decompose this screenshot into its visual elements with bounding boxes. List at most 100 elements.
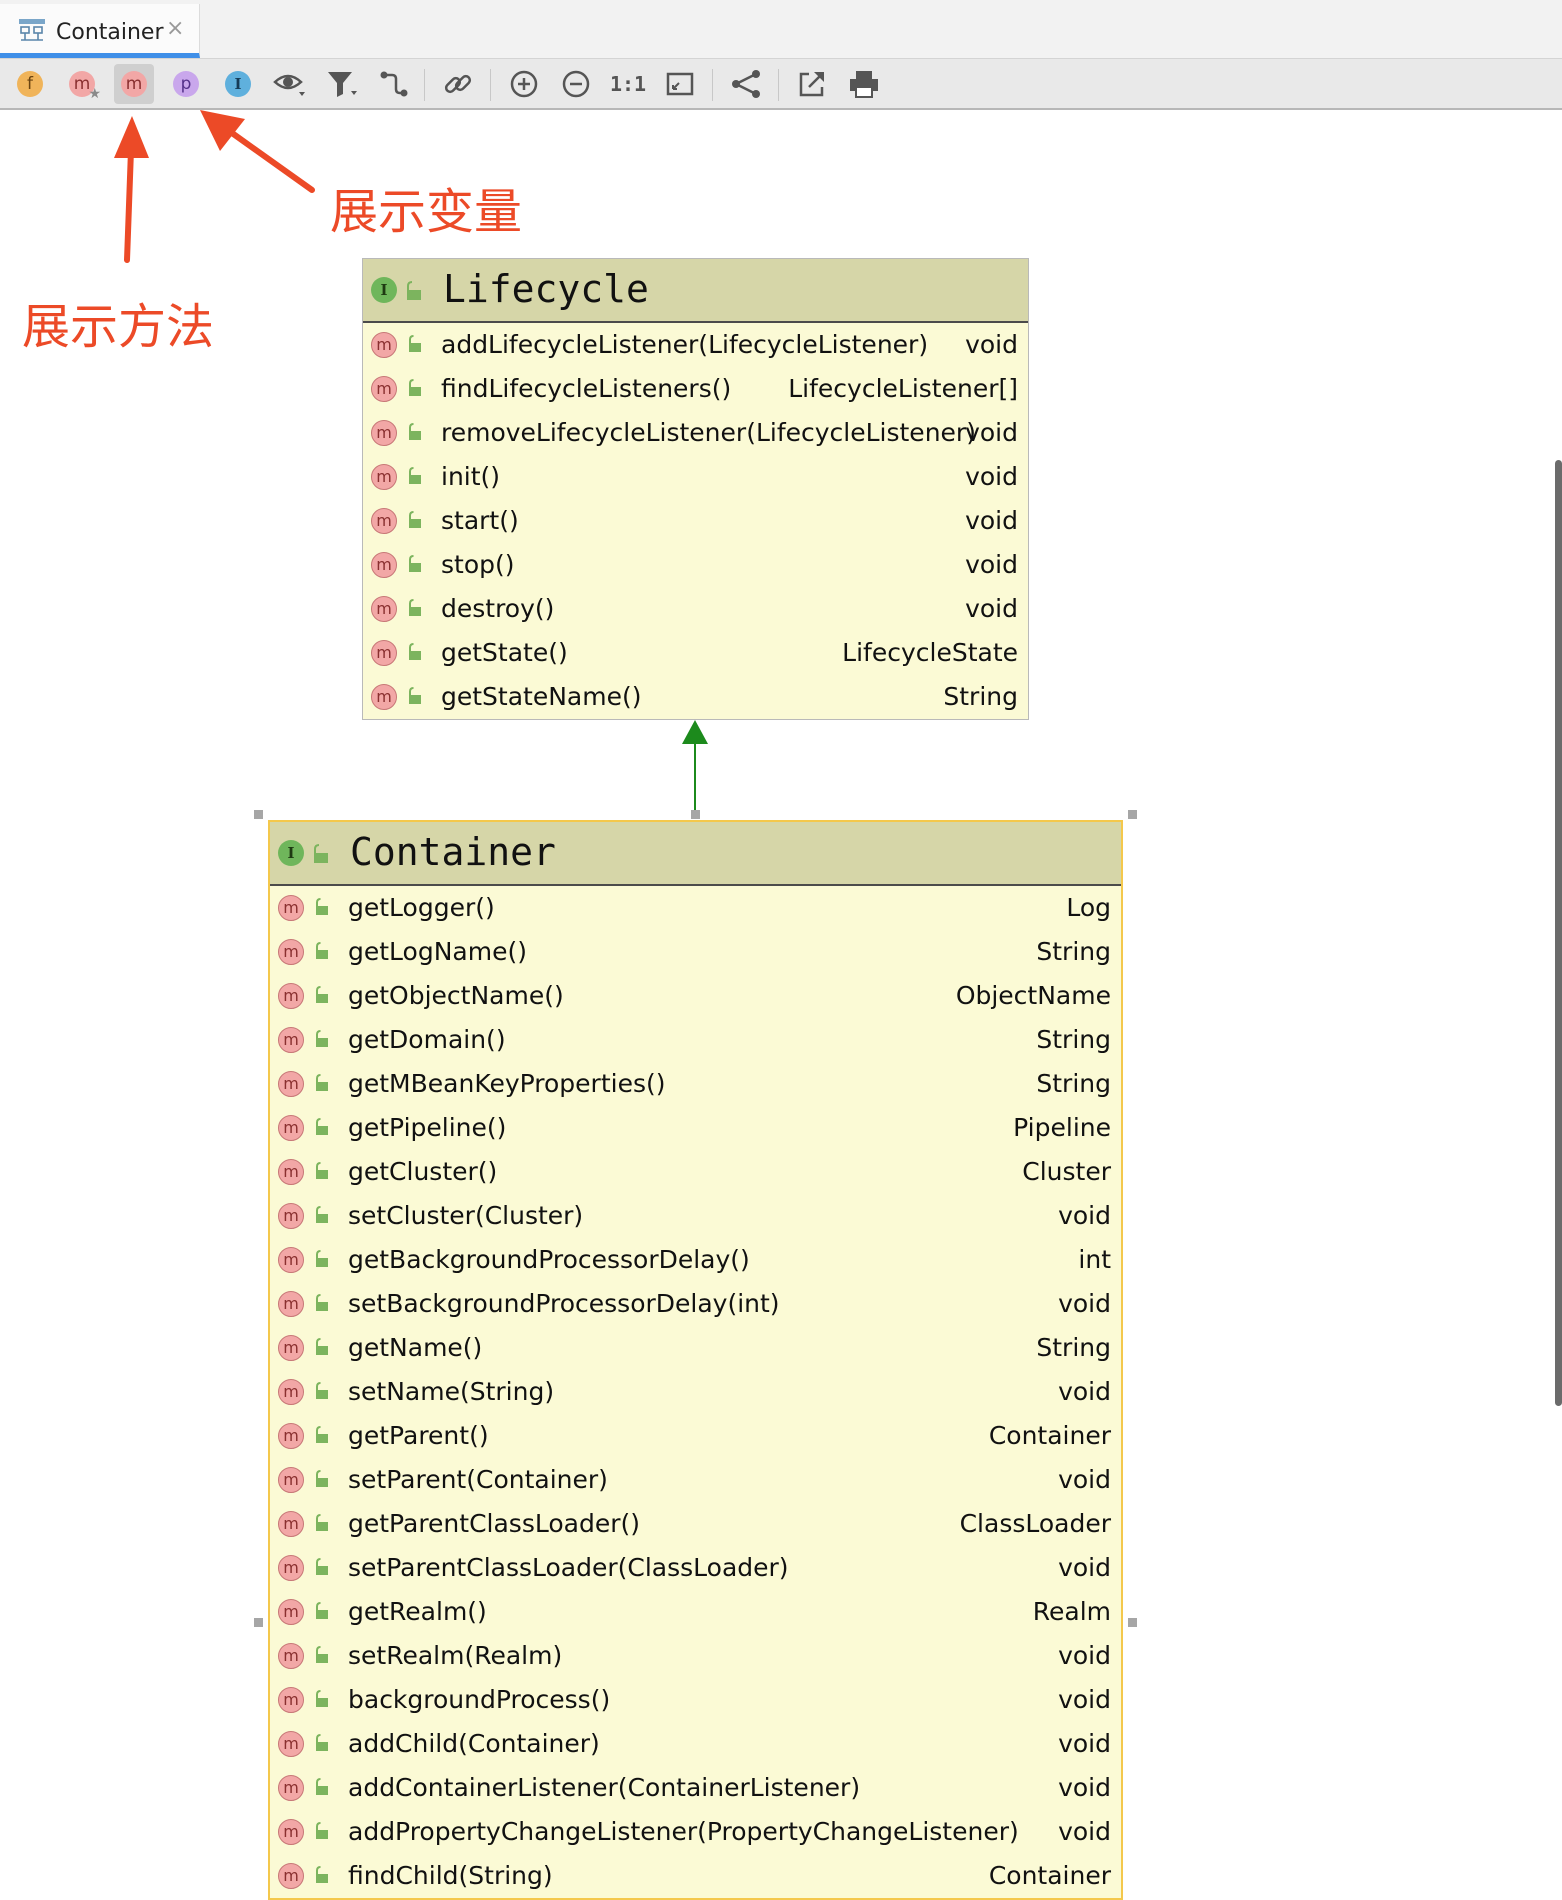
method-row[interactable]: m setRealm(Realm) void — [270, 1634, 1121, 1678]
method-signature: getObjectName() — [348, 981, 564, 1010]
method-row[interactable]: m addPropertyChangeListener(PropertyChan… — [270, 1810, 1121, 1854]
interface-icon: I — [225, 71, 251, 97]
method-icon: m — [121, 71, 147, 97]
zoom-in-button[interactable] — [504, 64, 544, 104]
method-row[interactable]: m getParent() Container — [270, 1414, 1121, 1458]
public-lock-icon — [409, 687, 421, 704]
method-row[interactable]: m removeLifecycleListener(LifecycleListe… — [363, 411, 1028, 455]
method-row[interactable]: m destroy() void — [363, 587, 1028, 631]
toolbar-separator — [424, 69, 425, 101]
tab-container[interactable]: Container × — [0, 4, 200, 58]
method-row[interactable]: m getPipeline() Pipeline — [270, 1106, 1121, 1150]
method-signature: findLifecycleListeners() — [441, 374, 732, 403]
actual-size-button[interactable]: 1:1 — [608, 64, 648, 104]
show-inner-classes-button[interactable]: I — [218, 64, 258, 104]
method-row[interactable]: m getName() String — [270, 1326, 1121, 1370]
method-row[interactable]: m addContainerListener(ContainerListener… — [270, 1766, 1121, 1810]
show-inherited-button[interactable]: m ★ — [62, 64, 102, 104]
method-icon: m — [371, 684, 397, 710]
method-row[interactable]: m addChild(Container) void — [270, 1722, 1121, 1766]
export-button[interactable] — [792, 64, 832, 104]
zoom-out-button[interactable] — [556, 64, 596, 104]
method-row[interactable]: m setParentClassLoader(ClassLoader) void — [270, 1546, 1121, 1590]
method-signature: getMBeanKeyProperties() — [348, 1069, 666, 1098]
print-button[interactable] — [844, 64, 884, 104]
lifecycle-interface-node[interactable]: I Lifecycle m addLifecycleListener(Lifec… — [362, 258, 1029, 720]
layout-button[interactable] — [726, 64, 766, 104]
link-button[interactable] — [438, 64, 478, 104]
method-icon: m — [278, 1203, 304, 1229]
method-icon: m — [278, 1643, 304, 1669]
public-lock-icon — [409, 379, 421, 396]
method-signature: getDomain() — [348, 1025, 506, 1054]
method-row[interactable]: m findChild(String) Container — [270, 1854, 1121, 1898]
method-row[interactable]: m setBackgroundProcessorDelay(int) void — [270, 1282, 1121, 1326]
method-row[interactable]: m findLifecycleListeners() LifecycleList… — [363, 367, 1028, 411]
node-title: Lifecycle — [443, 267, 649, 311]
method-row[interactable]: m start() void — [363, 499, 1028, 543]
method-row[interactable]: m getBackgroundProcessorDelay() int — [270, 1238, 1121, 1282]
method-icon: m — [278, 983, 304, 1009]
method-icon: m — [278, 1027, 304, 1053]
method-return-type: void — [1058, 1377, 1111, 1406]
method-row[interactable]: m getCluster() Cluster — [270, 1150, 1121, 1194]
method-row[interactable]: m stop() void — [363, 543, 1028, 587]
show-properties-button[interactable]: p — [166, 64, 206, 104]
node-header: I Container — [270, 822, 1121, 886]
method-signature: getCluster() — [348, 1157, 498, 1186]
method-signature: setName(String) — [348, 1377, 555, 1406]
close-icon[interactable]: × — [166, 16, 185, 41]
filter-button[interactable] — [322, 64, 362, 104]
method-row[interactable]: m addLifecycleListener(LifecycleListener… — [363, 323, 1028, 367]
method-icon: m — [278, 1555, 304, 1581]
method-row[interactable]: m getLogName() String — [270, 930, 1121, 974]
edge-routing-button[interactable] — [374, 64, 414, 104]
method-return-type: String — [1036, 1025, 1111, 1054]
method-return-type: void — [1058, 1465, 1111, 1494]
visibility-button[interactable] — [270, 64, 310, 104]
container-interface-node[interactable]: I Container m getLogger() Log m getLogNa… — [268, 820, 1123, 1900]
method-row[interactable]: m getObjectName() ObjectName — [270, 974, 1121, 1018]
method-row[interactable]: m getDomain() String — [270, 1018, 1121, 1062]
method-return-type: void — [1058, 1289, 1111, 1318]
method-signature: getLogger() — [348, 893, 495, 922]
method-signature: init() — [441, 462, 501, 491]
method-row[interactable]: m setName(String) void — [270, 1370, 1121, 1414]
method-row[interactable]: m getParentClassLoader() ClassLoader — [270, 1502, 1121, 1546]
method-row[interactable]: m getRealm() Realm — [270, 1590, 1121, 1634]
method-row[interactable]: m getState() LifecycleState — [363, 631, 1028, 675]
method-row[interactable]: m getLogger() Log — [270, 886, 1121, 930]
annotation-show-methods: 展示方法 — [22, 299, 215, 355]
method-signature: getRealm() — [348, 1597, 487, 1626]
method-row[interactable]: m backgroundProcess() void — [270, 1678, 1121, 1722]
method-return-type: void — [1058, 1773, 1111, 1802]
selection-handle[interactable] — [254, 810, 263, 819]
method-icon: m — [278, 1115, 304, 1141]
selection-handle[interactable] — [1128, 1618, 1137, 1627]
method-row[interactable]: m getMBeanKeyProperties() String — [270, 1062, 1121, 1106]
method-return-type: LifecycleListener[] — [788, 374, 1018, 403]
method-icon: m — [278, 1423, 304, 1449]
show-methods-button[interactable]: m — [114, 64, 154, 104]
method-return-type: Cluster — [1022, 1157, 1111, 1186]
selection-handle[interactable] — [691, 810, 700, 819]
method-row[interactable]: m setParent(Container) void — [270, 1458, 1121, 1502]
method-signature: destroy() — [441, 594, 555, 623]
export-icon — [799, 72, 824, 97]
fit-content-button[interactable] — [660, 64, 700, 104]
method-row[interactable]: m init() void — [363, 455, 1028, 499]
selection-handle[interactable] — [1128, 810, 1137, 819]
public-lock-icon — [316, 1162, 328, 1179]
method-row[interactable]: m setCluster(Cluster) void — [270, 1194, 1121, 1238]
show-fields-button[interactable]: f — [10, 64, 50, 104]
public-lock-icon — [409, 423, 421, 440]
method-return-type: ObjectName — [955, 981, 1111, 1010]
method-row[interactable]: m getStateName() String — [363, 675, 1028, 719]
vertical-scrollbar[interactable] — [1555, 460, 1562, 1406]
route-icon — [380, 71, 408, 97]
share-layout-icon — [732, 70, 760, 98]
toolbar-separator — [778, 69, 779, 101]
public-lock-icon — [316, 1074, 328, 1091]
selection-handle[interactable] — [254, 1618, 263, 1627]
